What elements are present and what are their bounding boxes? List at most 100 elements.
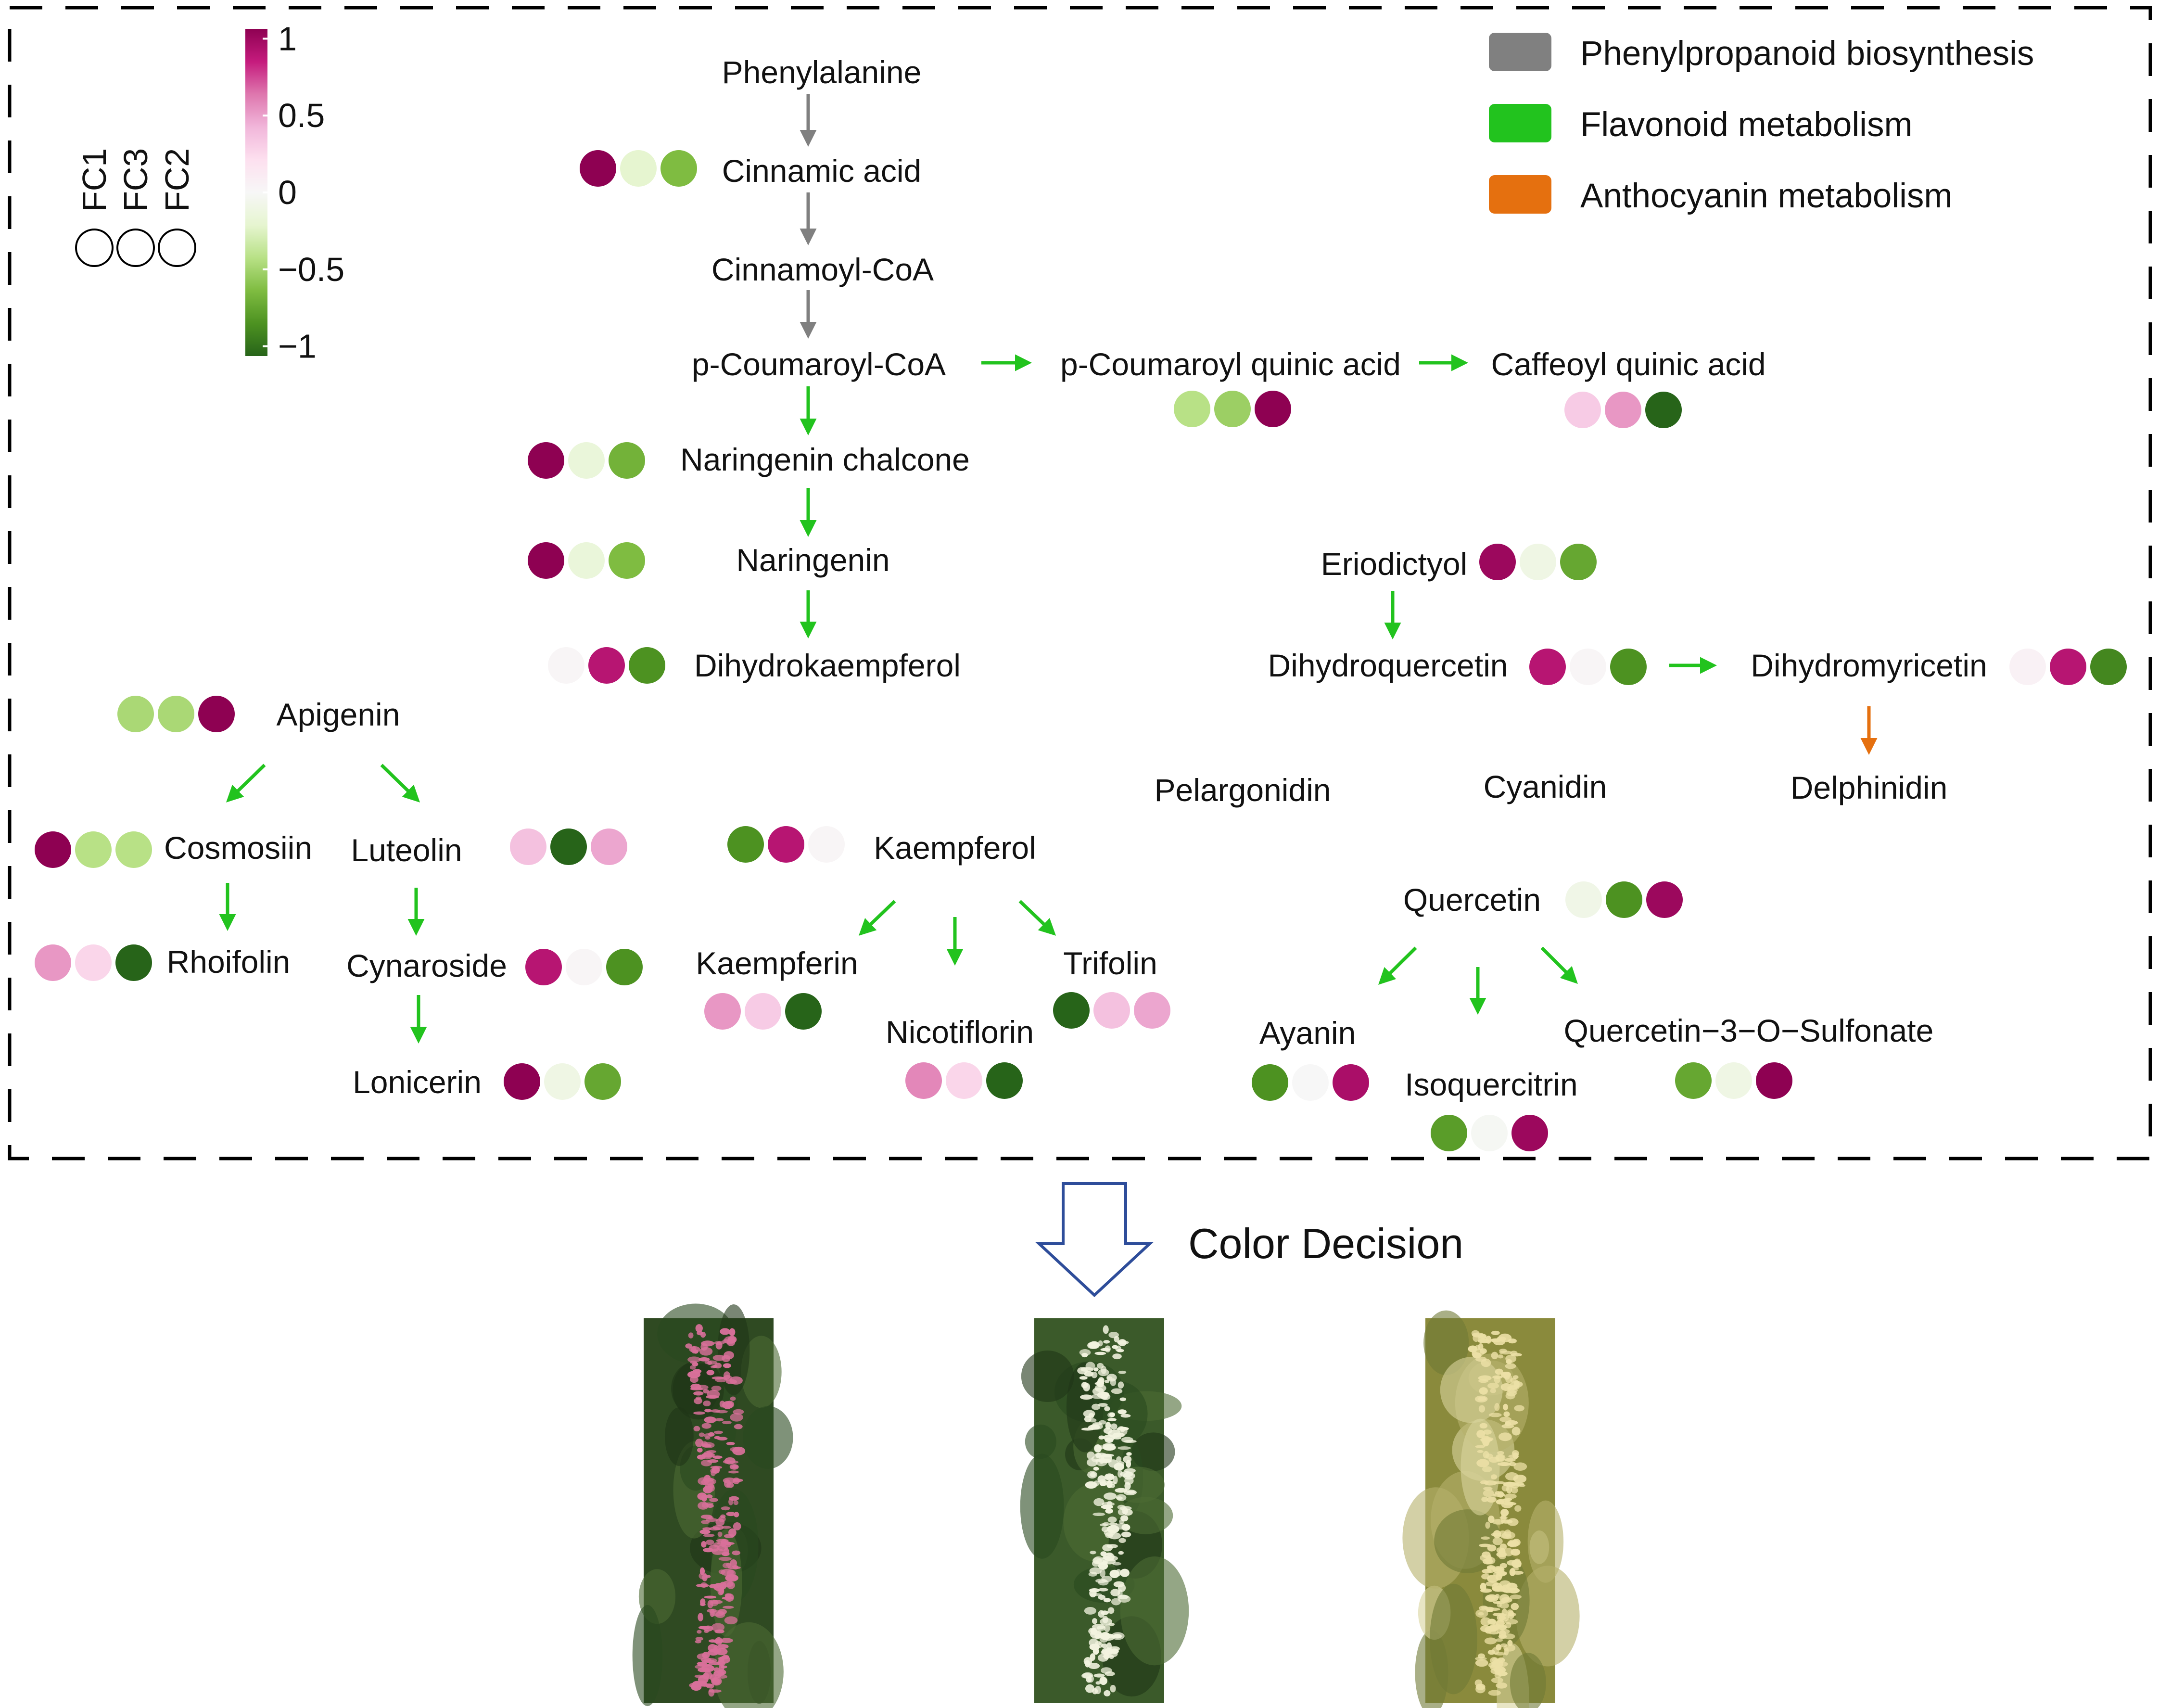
photo-floret [1512, 1482, 1524, 1486]
photo-floret [1505, 1354, 1517, 1363]
node-cinnamic-acid: Cinnamic acid [722, 153, 922, 189]
photo-floret [1105, 1555, 1118, 1561]
photo-floret [704, 1409, 712, 1413]
photo-floret [701, 1502, 708, 1508]
arrow-quercetin-to-sulfonate [1540, 946, 1578, 984]
photo-floret [1497, 1451, 1504, 1455]
photo-floret [724, 1336, 736, 1344]
photo-floret [1514, 1505, 1522, 1512]
photo-floret [1488, 1690, 1501, 1696]
photo-floret [1079, 1349, 1091, 1356]
photo-floret [1118, 1381, 1124, 1389]
photo-floret [733, 1500, 739, 1505]
photo-floret [728, 1528, 737, 1537]
legend-swatch-flavonoid [1489, 104, 1551, 142]
fc-dot-fc3 [1570, 649, 1606, 685]
yellow-flower-photo [1402, 1310, 1580, 1708]
photo-floret [1088, 1663, 1100, 1670]
photo-floret [1103, 1428, 1113, 1434]
photo-floret [1096, 1363, 1104, 1369]
photo-floret [1108, 1532, 1121, 1540]
photo-floret [1084, 1607, 1096, 1615]
photo-floret [700, 1331, 706, 1338]
photo-floret [1114, 1336, 1119, 1343]
photo-floret [1484, 1637, 1497, 1644]
photo-floret [1503, 1372, 1511, 1377]
photo-floret [1107, 1607, 1115, 1614]
photo-floret [1490, 1388, 1497, 1393]
fc-dot-fc2 [660, 150, 697, 187]
fc-dot-fc3 [158, 696, 194, 732]
fc-dot-fc1 [1564, 392, 1601, 428]
fc-dot-fc3 [568, 442, 605, 479]
photo-floret [1505, 1363, 1516, 1369]
photo-floret [1479, 1543, 1492, 1547]
photo-floret [720, 1514, 726, 1519]
fc-group-isoquercitrin [1431, 1115, 1548, 1151]
photo-floret [1493, 1530, 1501, 1539]
fc-dot-fc3 [1214, 391, 1251, 427]
scale-tick-label: 0.5 [278, 97, 325, 134]
fc-key-label-2: FC3 [117, 148, 154, 212]
photo-floret [1124, 1482, 1131, 1490]
photo-floret [1093, 1466, 1099, 1471]
photo-floret [1492, 1623, 1499, 1627]
photo-floret [1483, 1429, 1492, 1435]
fc-dot-fc1 [35, 944, 71, 981]
photo-floret [1511, 1427, 1521, 1436]
photo-floret [1494, 1652, 1506, 1656]
photo-floret [726, 1512, 736, 1517]
node-quercetin-3-o-sulfonate: Quercetin−3−O−Sulfonate [1564, 1013, 1934, 1048]
photo-floret [695, 1640, 701, 1644]
photo-floret [724, 1351, 735, 1360]
photo-floret [1120, 1515, 1129, 1522]
fc-key-circle-3 [158, 229, 196, 267]
fc-dot-fc2 [115, 944, 152, 981]
photo-floret [1503, 1548, 1513, 1556]
photo-floret [698, 1432, 705, 1437]
photo-floret [1103, 1325, 1109, 1334]
photo-floret [706, 1370, 714, 1376]
photo-floret [1476, 1459, 1489, 1467]
photo-floret [1511, 1548, 1521, 1556]
photo-floret [699, 1567, 705, 1575]
fc-dot-fc1 [1675, 1062, 1712, 1099]
photo-floret [1499, 1554, 1506, 1559]
photo-floret [1103, 1598, 1111, 1603]
photo-floret [719, 1664, 724, 1671]
scale-tick-label: −1 [278, 328, 317, 365]
photo-floret [1507, 1560, 1518, 1566]
node-quercetin: Quercetin [1403, 882, 1541, 918]
photo-floret [1105, 1508, 1114, 1514]
fc-key-label-3: FC2 [158, 148, 196, 212]
photo-floret [1487, 1607, 1500, 1611]
node-delphinidin: Delphinidin [1791, 770, 1948, 805]
photo-floret [1095, 1681, 1101, 1685]
photo-floret [1107, 1418, 1117, 1422]
photo-floret [1100, 1523, 1108, 1527]
photo-floret [1116, 1428, 1128, 1431]
photo-floret [704, 1595, 717, 1599]
photo-floret [1093, 1498, 1105, 1506]
photo-floret [693, 1426, 700, 1432]
photo-floret [1494, 1403, 1500, 1411]
photo-floret [712, 1639, 724, 1644]
photo-floret [1499, 1516, 1508, 1520]
fc-dot-fc2 [584, 1063, 621, 1100]
white-flower-photo [1020, 1318, 1189, 1703]
node-trifolin: Trifolin [1063, 945, 1157, 981]
photo-floret [720, 1328, 730, 1335]
photo-floret [1113, 1634, 1122, 1639]
photo-floret [687, 1371, 701, 1378]
fc-group-luteolin [510, 829, 627, 865]
photo-floret [1514, 1405, 1524, 1412]
photo-foliage [1510, 1653, 1546, 1708]
photo-floret [1092, 1624, 1105, 1630]
photo-floret [1497, 1462, 1511, 1466]
photo-floret [1485, 1581, 1499, 1587]
photo-floret [1099, 1677, 1107, 1685]
scale-tick-label: 1 [278, 20, 297, 57]
photo-floret [1477, 1653, 1486, 1659]
fc-dot-fc3 [1715, 1062, 1752, 1099]
photo-floret [1117, 1461, 1125, 1466]
